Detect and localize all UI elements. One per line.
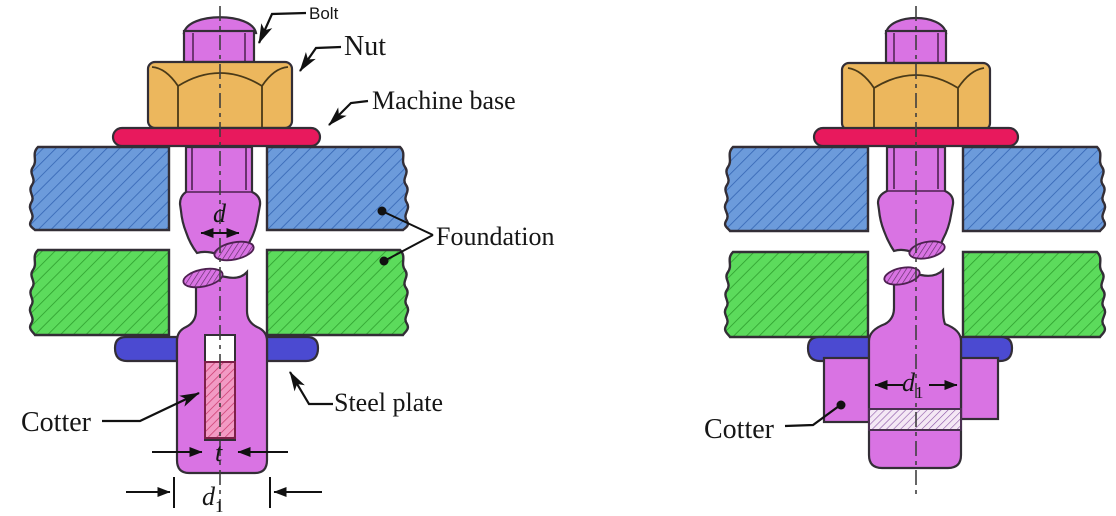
steel-plate-leader-arrow <box>289 371 333 406</box>
foundation-upper-block-right <box>265 145 410 232</box>
steel-plate-left <box>113 335 179 363</box>
foundation-upper-block-left <box>28 145 171 232</box>
foundation-upper-block-left <box>723 145 870 233</box>
foundation-lower-block-left <box>723 250 870 339</box>
break-section-upper <box>213 240 255 262</box>
right-view: d1 Cotter <box>704 6 1107 494</box>
machine-base-label: Machine base <box>372 86 516 115</box>
machine-base-leader-arrow <box>328 99 369 126</box>
foundation-lower-block-right <box>961 250 1107 339</box>
machine-base-washer <box>111 126 322 148</box>
break-section-lower <box>883 266 921 286</box>
cotter-section-band <box>868 408 962 431</box>
dim-d-label: d <box>213 199 227 228</box>
steel-plate-right <box>959 335 1014 363</box>
foundation-lower-block-right <box>265 248 410 337</box>
steel-plate-left <box>806 335 871 363</box>
bolt-head-chamfer-lines <box>192 33 246 61</box>
bolt-head-chamfer-lines <box>893 33 939 62</box>
left-view: d t d1 Bolt Nut Mac <box>21 4 554 516</box>
cotter-leader-line <box>784 405 840 428</box>
foundation-leader-dot-lower <box>379 256 389 266</box>
break-section-upper <box>908 240 946 260</box>
cotter-label-right: Cotter <box>704 414 775 445</box>
nut-leader-arrow <box>299 45 342 72</box>
foundation-leader-dot-upper <box>377 206 387 216</box>
dim-d1-label: d1 <box>202 482 224 516</box>
foundation-leaders <box>377 206 434 266</box>
dim-d1-label: d1 <box>902 368 924 402</box>
foundation-upper-block-right <box>961 145 1107 233</box>
bolt-leader-arrow <box>257 11 307 44</box>
bolt-label: Bolt <box>309 4 339 23</box>
cotter-label-left: Cotter <box>21 407 92 438</box>
bolt-lower-end <box>867 267 963 470</box>
steel-plate-right <box>265 335 320 363</box>
cotter-leader <box>784 400 846 428</box>
cotter-end-right <box>959 356 1000 421</box>
bolt-head <box>182 29 256 64</box>
foundation-label: Foundation <box>436 222 554 251</box>
steel-plate-label: Steel plate <box>334 388 443 417</box>
cotter-leader-dot <box>836 400 846 410</box>
nut-label: Nut <box>344 31 386 62</box>
bolt-head-dome <box>182 16 258 35</box>
foundation-lower-block-left <box>28 248 171 337</box>
dim-t-label: t <box>215 438 223 467</box>
break-section-lower <box>182 267 224 289</box>
cotter-leader-arrow <box>102 392 200 423</box>
dimension-d1 <box>126 477 322 508</box>
